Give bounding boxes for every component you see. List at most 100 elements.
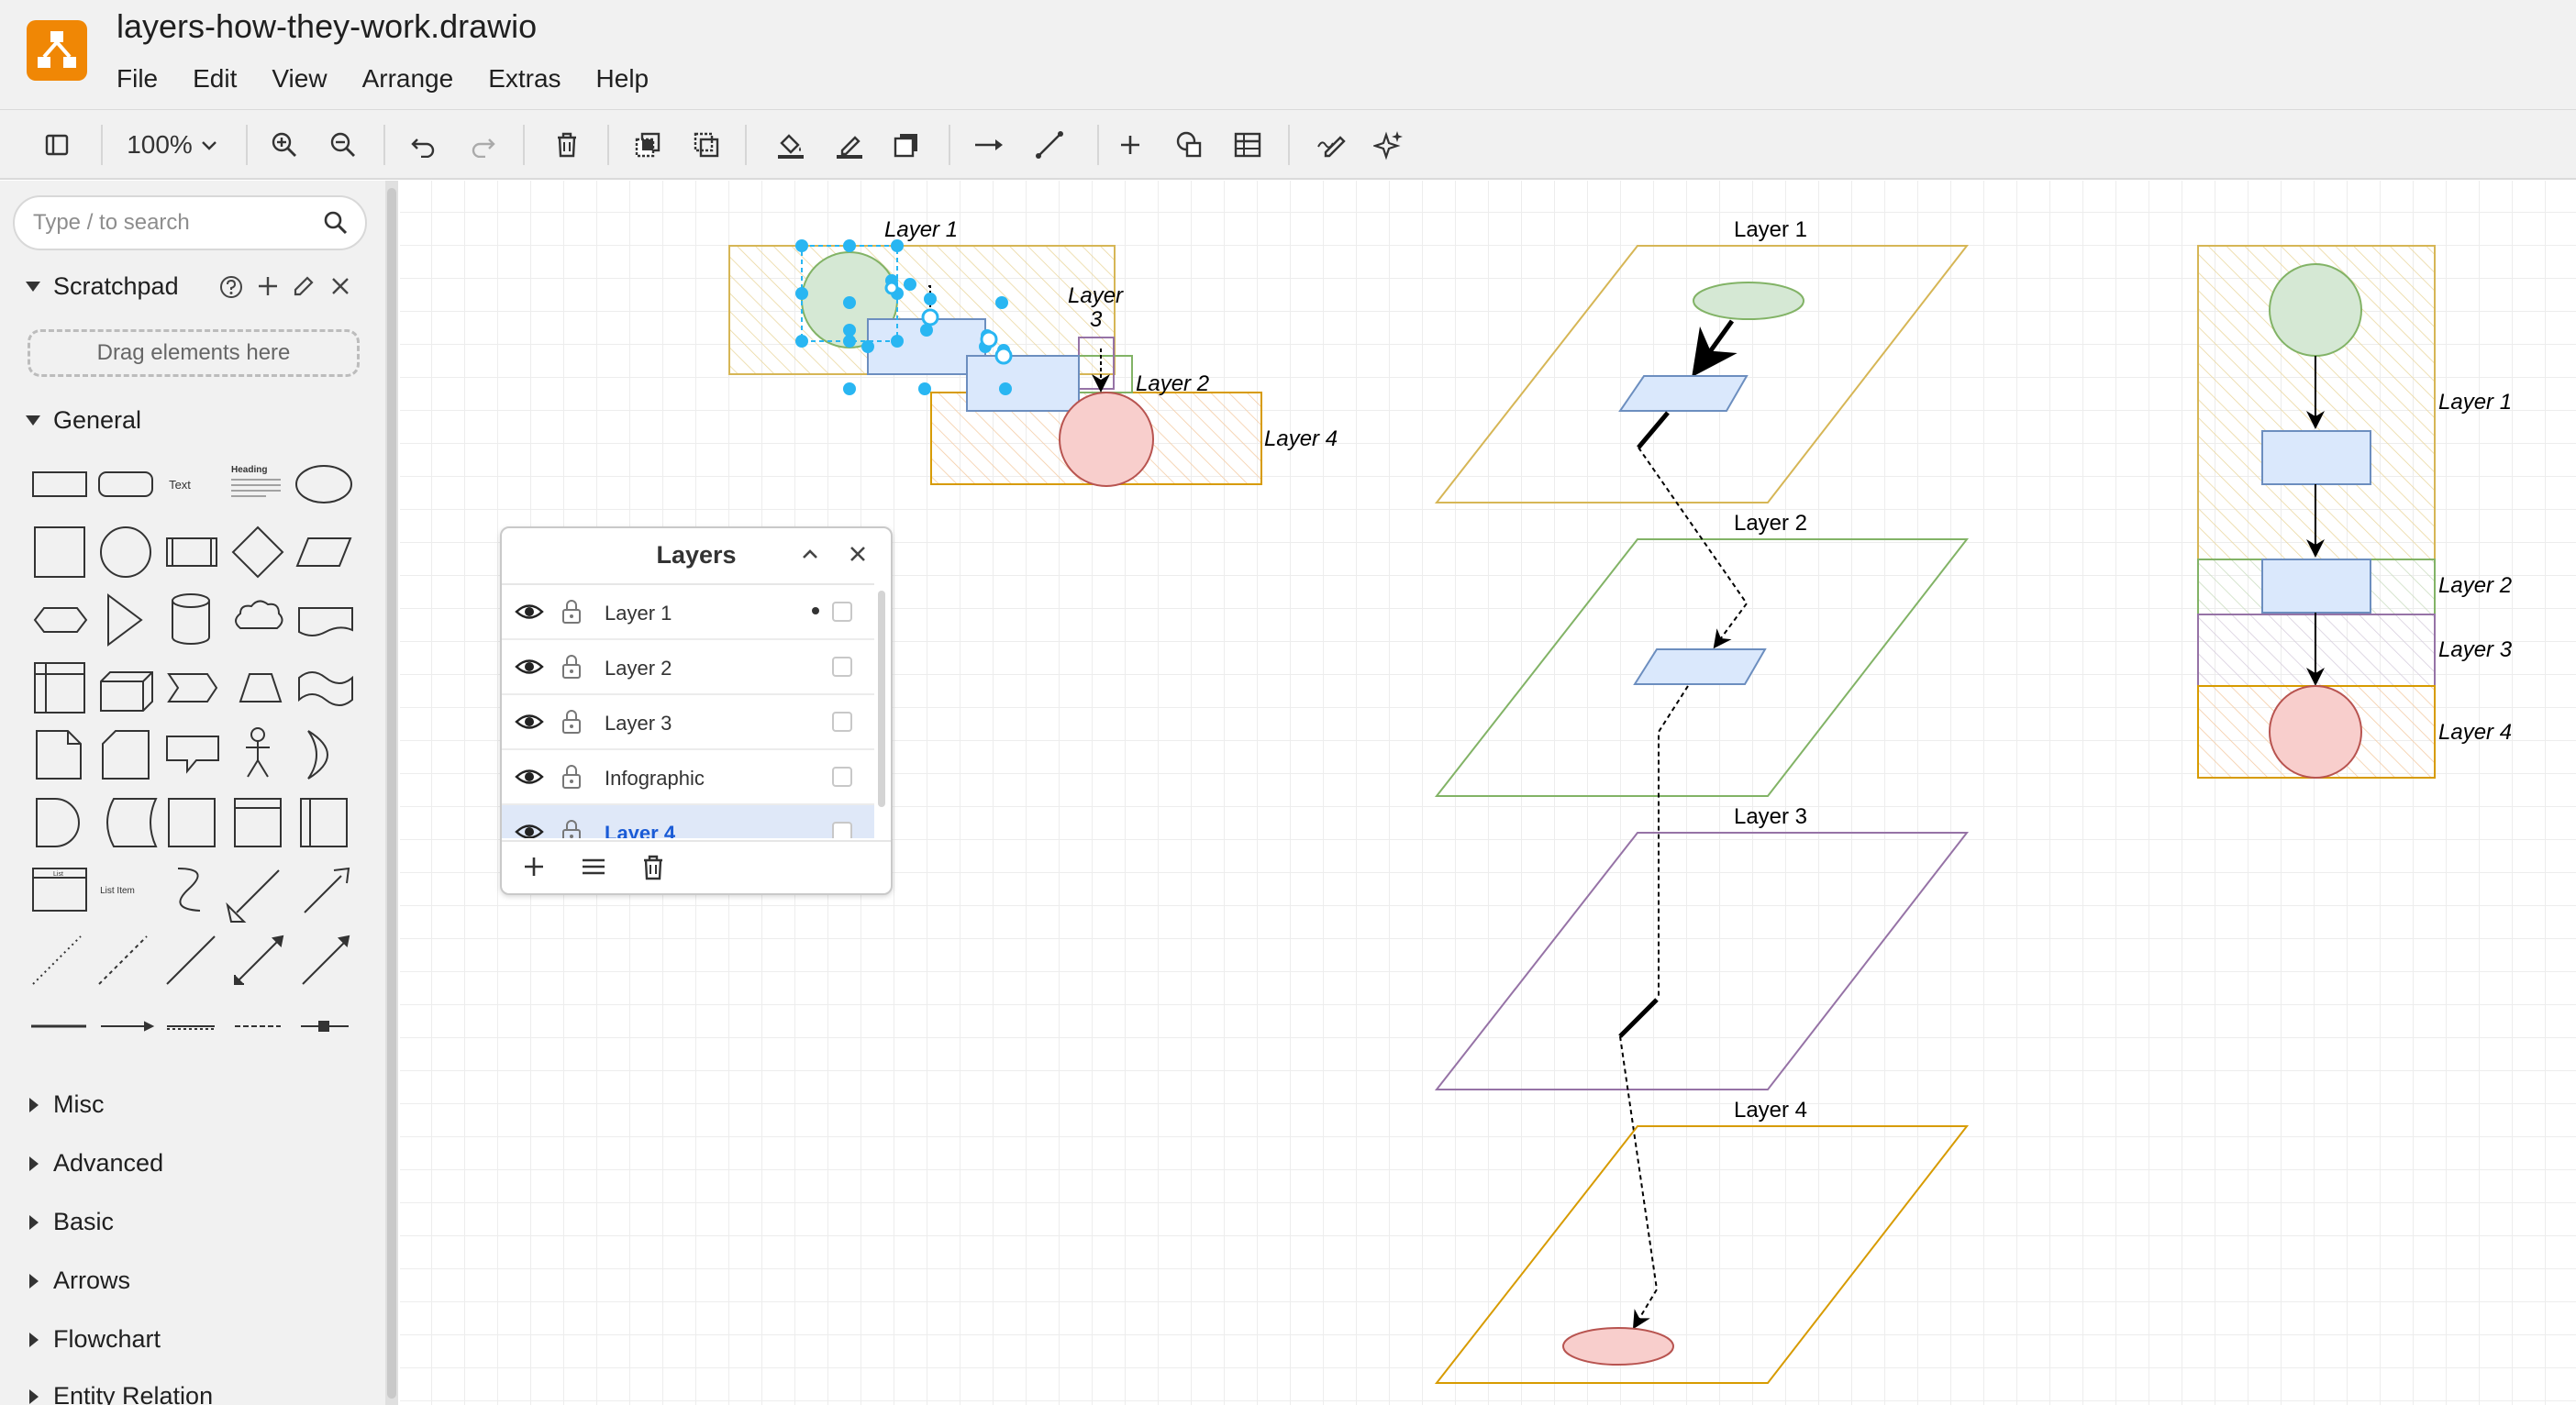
- shape-circle[interactable]: [101, 527, 150, 577]
- eye-icon[interactable]: [515, 602, 544, 622]
- dashed-connector-3[interactable]: [1620, 1036, 1657, 1326]
- plane-layer4[interactable]: [1437, 1126, 1967, 1383]
- table-icon[interactable]: [1229, 110, 1266, 180]
- shape-document[interactable]: [299, 608, 352, 636]
- section-flowchart[interactable]: Flowchart: [26, 1325, 161, 1354]
- shape-arrow[interactable]: [305, 868, 349, 913]
- ai-sparkle-icon[interactable]: [1371, 110, 1407, 180]
- to-front-icon[interactable]: [629, 110, 666, 180]
- shape-text[interactable]: Text: [169, 478, 191, 492]
- eye-icon[interactable]: [515, 822, 544, 838]
- column-green-circle[interactable]: [2270, 264, 2361, 356]
- menu-arrange[interactable]: Arrange: [362, 64, 454, 94]
- shape-swimlane[interactable]: [301, 799, 347, 846]
- shape-line[interactable]: [167, 936, 215, 984]
- green-ellipse[interactable]: [1693, 282, 1804, 319]
- eye-icon[interactable]: [515, 767, 544, 787]
- section-entity-relation[interactable]: Entity Relation: [26, 1382, 213, 1405]
- eye-icon[interactable]: [515, 712, 544, 732]
- shape-step[interactable]: [169, 674, 217, 702]
- blue-parallelogram-2[interactable]: [1635, 649, 1765, 684]
- scrollbar-thumb[interactable]: [387, 188, 396, 1399]
- layer-name[interactable]: Infographic: [605, 767, 705, 791]
- zoom-out-icon[interactable]: [325, 110, 361, 180]
- blue-parallelogram-1[interactable]: [1620, 376, 1747, 411]
- shadow-icon[interactable]: [888, 110, 925, 180]
- section-arrows[interactable]: Arrows: [26, 1267, 130, 1295]
- shape-bidirectional-arrow[interactable]: [228, 870, 279, 922]
- document-title[interactable]: layers-how-they-work.drawio: [117, 7, 537, 46]
- zoom-dropdown[interactable]: 100%: [117, 110, 228, 180]
- shape-diamond[interactable]: [233, 527, 283, 577]
- perspective-layers-diagram[interactable]: Layer 1 Layer 2 Layer 3 Layer 4: [1437, 217, 1967, 1383]
- menu-file[interactable]: File: [117, 64, 158, 94]
- shape-rounded-rectangle[interactable]: [99, 472, 152, 496]
- shape-process[interactable]: [167, 538, 217, 566]
- redo-icon[interactable]: [464, 110, 501, 180]
- shape-data-storage[interactable]: [107, 799, 156, 846]
- add-layer-icon[interactable]: [522, 855, 546, 879]
- shape-parallelogram[interactable]: [297, 538, 350, 566]
- layer-row-layer-2[interactable]: Layer 2: [502, 640, 874, 695]
- delete-layer-icon[interactable]: [641, 855, 665, 880]
- shape-actor[interactable]: [246, 728, 270, 777]
- shape-dashed-line[interactable]: [99, 936, 147, 984]
- shape-dotted-line[interactable]: [33, 936, 81, 984]
- layer-name[interactable]: Layer 2: [605, 657, 672, 680]
- shape-triangle[interactable]: [108, 595, 141, 645]
- bold-line-1[interactable]: [1638, 413, 1668, 448]
- shapes-icon[interactable]: [1171, 110, 1207, 180]
- menu-icon[interactable]: [581, 855, 606, 879]
- lock-icon[interactable]: [561, 818, 583, 838]
- layer-select-checkbox[interactable]: [832, 767, 852, 787]
- line-color-icon[interactable]: [831, 110, 868, 180]
- shape-curve[interactable]: [178, 868, 200, 911]
- red-ellipse[interactable]: [1563, 1328, 1673, 1365]
- layer-select-checkbox[interactable]: [832, 822, 852, 838]
- lock-icon[interactable]: [561, 763, 583, 791]
- delete-icon[interactable]: [549, 110, 585, 180]
- format-panel-icon[interactable]: [39, 110, 75, 180]
- small-layers-diagram[interactable]: Layer 1 Layer 3 Layer 2 Layer 4: [729, 217, 1338, 486]
- shape-list-item[interactable]: List Item: [100, 886, 135, 896]
- freehand-icon[interactable]: [1314, 110, 1350, 180]
- layer-row-layer-1[interactable]: Layer 1: [502, 585, 874, 640]
- zoom-in-icon[interactable]: [266, 110, 303, 180]
- shape-ellipse[interactable]: [296, 466, 351, 503]
- connection-icon[interactable]: [971, 110, 1007, 180]
- chevron-up-icon[interactable]: [799, 543, 821, 565]
- drawio-logo-icon[interactable]: [27, 20, 87, 81]
- bold-line-2[interactable]: [1620, 1000, 1657, 1036]
- menu-extras[interactable]: Extras: [488, 64, 561, 94]
- shape-cloud[interactable]: [236, 601, 283, 628]
- layer-row-layer-3[interactable]: Layer 3: [502, 695, 874, 750]
- shape-internal-storage[interactable]: [35, 663, 84, 713]
- column-blue-rect-2[interactable]: [2262, 559, 2371, 613]
- lock-icon[interactable]: [561, 653, 583, 680]
- shape-or[interactable]: [308, 731, 328, 779]
- waypoints-icon[interactable]: [1031, 110, 1068, 180]
- small-blue-rect-2[interactable]: [967, 356, 1079, 411]
- layer-select-checkbox[interactable]: [832, 602, 852, 622]
- layer-select-checkbox[interactable]: [832, 657, 852, 677]
- shape-heading[interactable]: Heading: [231, 465, 281, 496]
- menu-view[interactable]: View: [272, 64, 327, 94]
- shape-cube[interactable]: [101, 672, 152, 711]
- shape-note[interactable]: [37, 731, 81, 779]
- eye-icon[interactable]: [515, 657, 544, 677]
- shape-link-double[interactable]: [167, 1026, 215, 1029]
- shape-container[interactable]: [169, 799, 215, 846]
- section-advanced[interactable]: Advanced: [26, 1149, 163, 1178]
- column-layers-diagram[interactable]: Layer 1 Layer 2 Layer 3 Layer 4: [2198, 246, 2513, 778]
- shape-tape[interactable]: [299, 672, 352, 705]
- fill-color-icon[interactable]: [772, 110, 809, 180]
- section-basic[interactable]: Basic: [26, 1208, 114, 1236]
- plane-layer3[interactable]: [1437, 833, 1967, 1090]
- shape-trapezoid[interactable]: [240, 674, 281, 702]
- shape-link-box[interactable]: [301, 1022, 349, 1031]
- plane-layer1[interactable]: [1437, 246, 1967, 503]
- shape-cylinder[interactable]: [172, 594, 209, 644]
- shape-delay[interactable]: [37, 799, 79, 846]
- sidebar-scrollbar[interactable]: [385, 181, 398, 1405]
- dashed-connector-2[interactable]: [1659, 686, 1688, 996]
